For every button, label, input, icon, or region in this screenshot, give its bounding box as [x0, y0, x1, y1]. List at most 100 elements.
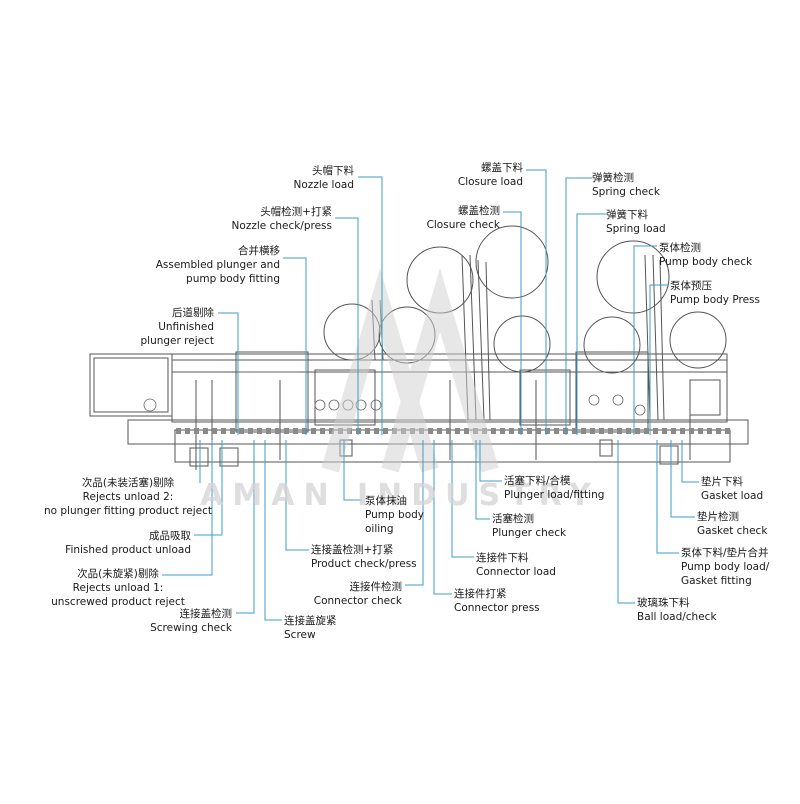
conveyor-link: [203, 428, 208, 434]
conveyor-link: [662, 428, 667, 434]
conveyor-link: [212, 428, 217, 434]
conveyor-link: [311, 428, 316, 434]
leader-line: [358, 176, 383, 435]
conveyor-link: [698, 428, 703, 434]
conveyor-link: [500, 428, 505, 434]
hopper-bowl-4: [475, 225, 549, 299]
leader-line: [194, 440, 223, 536]
leader-line: [433, 440, 452, 595]
hopper-bowl-8: [669, 311, 727, 369]
leader-line: [617, 440, 635, 604]
conveyor-link: [644, 428, 649, 434]
conveyor-link: [239, 428, 244, 434]
conveyor-link: [527, 428, 532, 434]
conveyor-link: [635, 428, 640, 434]
watermark-text: AMAN INDUSTRY: [200, 478, 600, 513]
leader-line: [236, 440, 255, 614]
machine-base: [127, 419, 749, 445]
conveyor-link: [599, 428, 604, 434]
conveyor-link: [428, 428, 433, 434]
leader-line: [526, 169, 547, 435]
conveyor-link: [725, 428, 730, 434]
leader-line: [576, 213, 606, 435]
conveyor-link: [374, 428, 379, 434]
hopper-bowl-6: [596, 240, 670, 314]
leader-line: [670, 440, 695, 518]
conveyor-link: [572, 428, 577, 434]
leader-line: [503, 211, 522, 435]
leader-line: [649, 284, 668, 435]
leader-line: [283, 257, 307, 435]
hopper-bowl-5: [493, 315, 551, 373]
leader-line: [335, 217, 359, 435]
leader-line: [162, 440, 213, 576]
conveyor-link: [689, 428, 694, 434]
conveyor-link: [257, 428, 262, 434]
hopper-bowl-7: [583, 316, 641, 374]
leader-line: [343, 440, 362, 501]
conveyor-link: [626, 428, 631, 434]
leader-line: [565, 177, 592, 435]
conveyor-link: [464, 428, 469, 434]
conveyor-link: [617, 428, 622, 434]
leader-lines: [162, 169, 699, 621]
leader-line: [475, 440, 490, 520]
conveyor-link: [320, 428, 325, 434]
conveyor-chain: [176, 428, 730, 434]
conveyor-link: [680, 428, 685, 434]
leader-line: [218, 312, 239, 435]
conveyor-link: [707, 428, 712, 434]
conveyor-link: [653, 428, 658, 434]
conveyor-link: [590, 428, 595, 434]
leader-line: [264, 440, 282, 621]
conveyor-link: [716, 428, 721, 434]
leader-line: [633, 245, 657, 435]
conveyor-link: [194, 428, 199, 434]
leader-line: [479, 440, 502, 482]
conveyor-link: [248, 428, 253, 434]
conveyor-link: [293, 428, 298, 434]
leader-line: [285, 440, 309, 551]
conveyor-link: [545, 428, 550, 434]
watermark-logo: [321, 268, 499, 473]
conveyor-link: [509, 428, 514, 434]
leader-line: [656, 440, 679, 554]
control-cabinet: [89, 353, 173, 417]
conveyor-link: [284, 428, 289, 434]
conveyor-link: [491, 428, 496, 434]
conveyor-link: [446, 428, 451, 434]
conveyor-link: [608, 428, 613, 434]
conveyor-link: [185, 428, 190, 434]
conveyor-link: [275, 428, 280, 434]
conveyor-link: [230, 428, 235, 434]
conveyor-link: [365, 428, 370, 434]
conveyor-link: [581, 428, 586, 434]
leader-line: [451, 440, 474, 558]
conveyor-link: [329, 428, 334, 434]
conveyor-link: [221, 428, 226, 434]
